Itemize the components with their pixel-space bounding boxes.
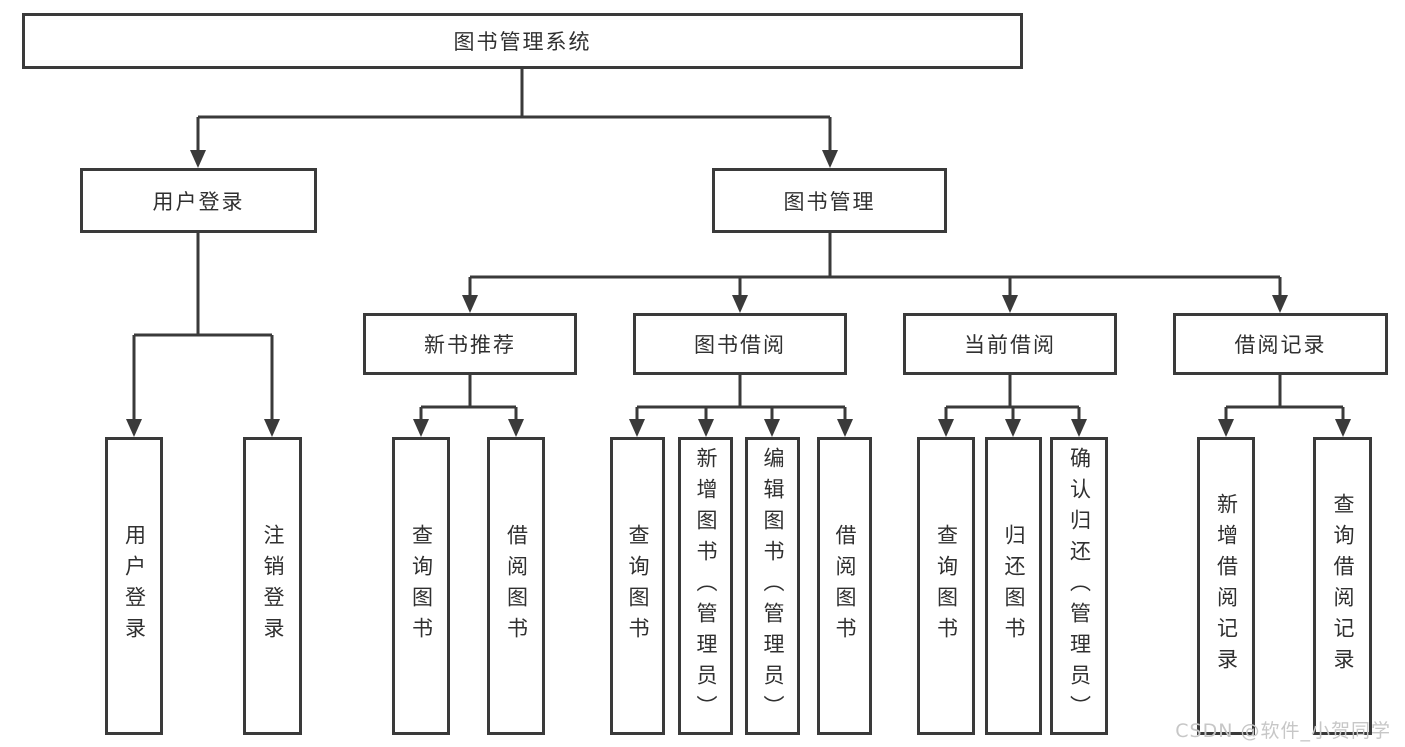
leaf-borrow-books: 借阅图书 — [817, 437, 872, 735]
node-label: 图书借阅 — [694, 333, 786, 357]
arrowhead — [629, 419, 645, 437]
arrowhead — [1071, 419, 1087, 437]
node-label: 借阅记录 — [1234, 333, 1327, 357]
leaf-borrow-books-recommend: 借阅图书 — [487, 437, 545, 735]
node-label: 查询借阅记录 — [1331, 493, 1355, 679]
arrowhead — [1272, 295, 1288, 313]
arrowhead — [1002, 295, 1018, 313]
node-label: 注销登录 — [261, 524, 285, 648]
connector-book-borrow — [635, 375, 847, 421]
arrowhead — [190, 150, 206, 168]
node-label: 查询图书 — [626, 524, 650, 648]
arrowhead — [126, 419, 142, 437]
arrowhead — [764, 419, 780, 437]
leaf-edit-book-admin: 编辑图书（管理员） — [745, 437, 800, 735]
node-current-borrow: 当前借阅 — [903, 313, 1117, 375]
arrowhead — [732, 295, 748, 313]
connector-new-book — [419, 375, 518, 421]
leaf-return-books: 归还图书 — [985, 437, 1042, 735]
node-label: 新书推荐 — [424, 333, 516, 357]
connector-user-login — [132, 233, 274, 421]
connector-root — [196, 69, 832, 150]
node-label: 查询图书 — [934, 524, 959, 648]
arrowhead — [822, 150, 838, 168]
arrowhead — [508, 419, 524, 437]
node-label: 当前借阅 — [964, 333, 1056, 357]
arrowhead — [413, 419, 429, 437]
leaf-confirm-return-admin: 确认归还（管理员） — [1050, 437, 1108, 735]
arrowhead — [1005, 419, 1021, 437]
leaf-user-login: 用户登录 — [105, 437, 163, 735]
arrowhead — [1335, 419, 1351, 437]
node-new-book-recommend: 新书推荐 — [363, 313, 577, 375]
connector-book-management — [468, 233, 1282, 297]
arrowhead — [837, 419, 853, 437]
node-label: 编辑图书（管理员） — [761, 446, 785, 726]
node-label: 新增借阅记录 — [1214, 493, 1239, 679]
leaf-add-borrow-record: 新增借阅记录 — [1197, 437, 1255, 735]
node-label: 图书管理 — [783, 189, 876, 214]
arrowhead — [462, 295, 478, 313]
arrowhead — [698, 419, 714, 437]
leaf-add-book-admin: 新增图书（管理员） — [678, 437, 733, 735]
watermark-text: CSDN @软件_小贺同学 — [1175, 720, 1391, 742]
arrowhead — [264, 419, 280, 437]
node-user-login: 用户登录 — [80, 168, 317, 233]
arrowhead — [1218, 419, 1234, 437]
leaf-query-books-recommend: 查询图书 — [392, 437, 450, 735]
connector-current-borrow — [944, 375, 1081, 421]
leaf-query-books-current: 查询图书 — [917, 437, 975, 735]
node-label: 确认归还（管理员） — [1067, 446, 1092, 726]
arrowhead — [938, 419, 954, 437]
leaf-logout: 注销登录 — [243, 437, 302, 735]
node-label: 借阅图书 — [504, 524, 529, 648]
node-library-management-system: 图书管理系统 — [22, 13, 1023, 69]
node-label: 查询图书 — [409, 524, 434, 648]
node-label: 新增图书（管理员） — [694, 446, 718, 726]
node-book-borrow: 图书借阅 — [633, 313, 847, 375]
node-label: 归还图书 — [1002, 524, 1026, 648]
leaf-query-books-borrow: 查询图书 — [610, 437, 665, 735]
node-label: 借阅图书 — [833, 524, 857, 648]
node-book-management: 图书管理 — [712, 168, 947, 233]
node-label: 图书管理系统 — [453, 30, 592, 54]
connector-borrow-records — [1224, 375, 1345, 421]
leaf-query-borrow-record: 查询借阅记录 — [1313, 437, 1372, 735]
node-label: 用户登录 — [122, 524, 147, 648]
node-label: 用户登录 — [152, 189, 245, 214]
node-borrow-records: 借阅记录 — [1173, 313, 1388, 375]
